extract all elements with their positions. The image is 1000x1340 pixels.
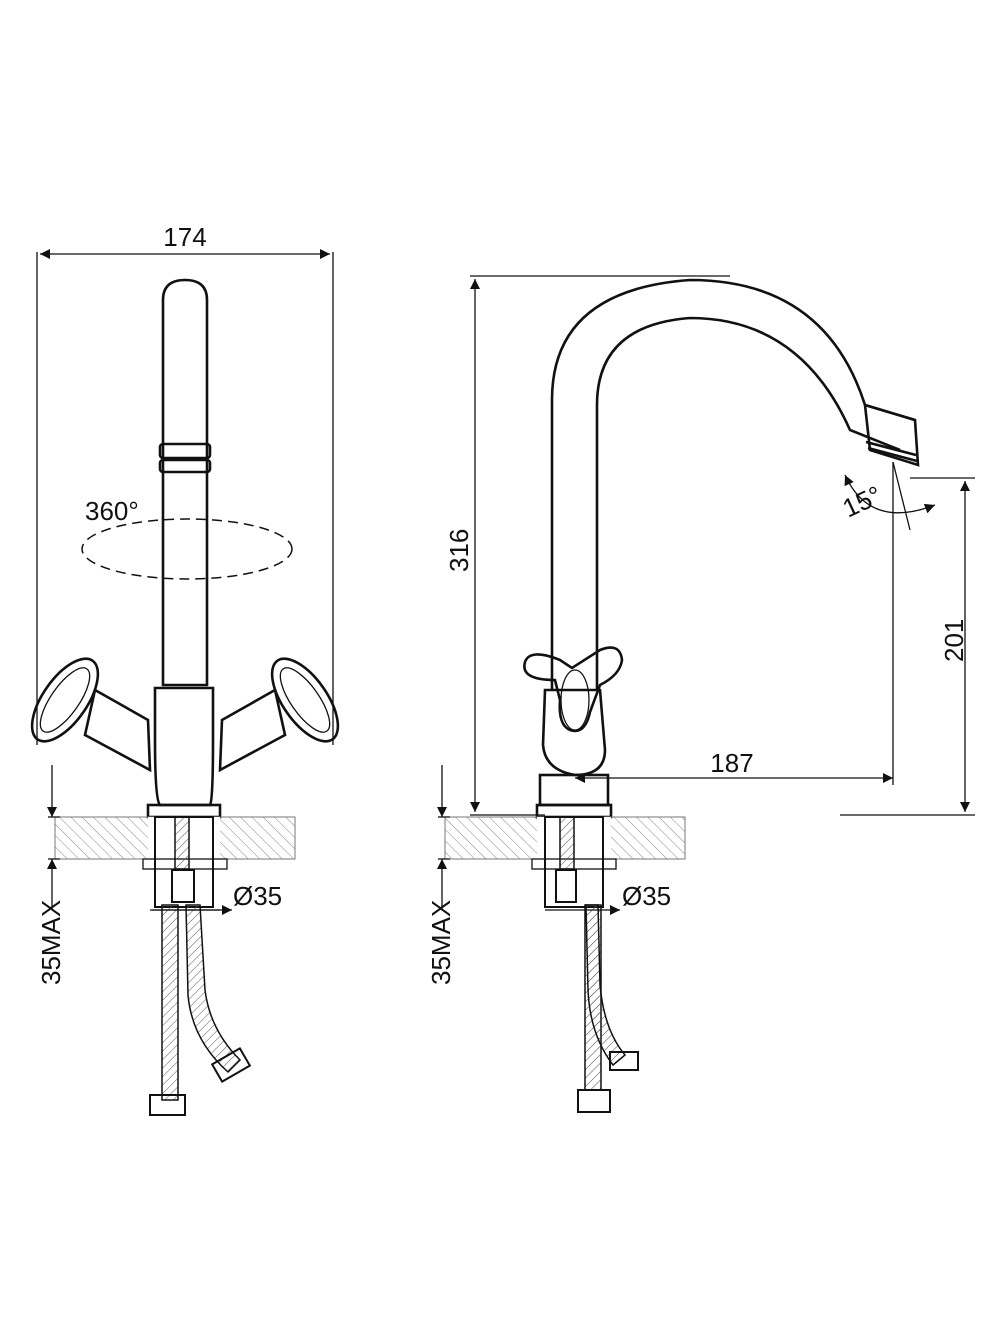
dimension-spout-height: 201 <box>840 477 975 816</box>
spout-height-label: 201 <box>939 619 969 662</box>
spout-reach-label: 187 <box>710 748 753 778</box>
dimension-max-front: 35MAX <box>36 765 66 985</box>
rotation-label: 360° <box>85 496 139 526</box>
dimension-spout-reach: 187 <box>575 535 894 785</box>
spout-side <box>550 278 920 690</box>
body-side <box>535 688 613 819</box>
hoses-side <box>577 904 639 1113</box>
hole-diameter-side-label: Ø35 <box>622 881 671 911</box>
left-handle-front <box>30 657 152 773</box>
spout-angle-label: 15° <box>838 480 886 524</box>
handle-side <box>523 646 624 733</box>
dimension-hole-front: Ø35 <box>152 881 282 915</box>
side-view: 316 15° 201 187 <box>426 275 975 1113</box>
width-front-label: 174 <box>163 222 206 252</box>
mounting-shank-side <box>544 816 604 908</box>
right-handle-front <box>218 657 340 773</box>
hole-diameter-front-label: Ø35 <box>233 881 282 911</box>
max-thickness-front-label: 35MAX <box>36 900 66 985</box>
body-front <box>146 686 222 819</box>
dimension-height-total: 316 <box>444 275 730 816</box>
front-view: 174 360° <box>30 222 340 1116</box>
hoses-front <box>149 904 252 1116</box>
max-thickness-side-label: 35MAX <box>426 900 456 985</box>
dimension-width-front: 174 <box>36 222 334 745</box>
rotation-indicator: 360° <box>81 496 293 580</box>
spout-angle-indicator: 15° <box>838 461 936 535</box>
dimension-max-side: 35MAX <box>426 765 456 985</box>
height-total-label: 316 <box>444 529 474 572</box>
spout-front <box>158 278 212 687</box>
dimension-hole-side: Ø35 <box>545 881 671 915</box>
